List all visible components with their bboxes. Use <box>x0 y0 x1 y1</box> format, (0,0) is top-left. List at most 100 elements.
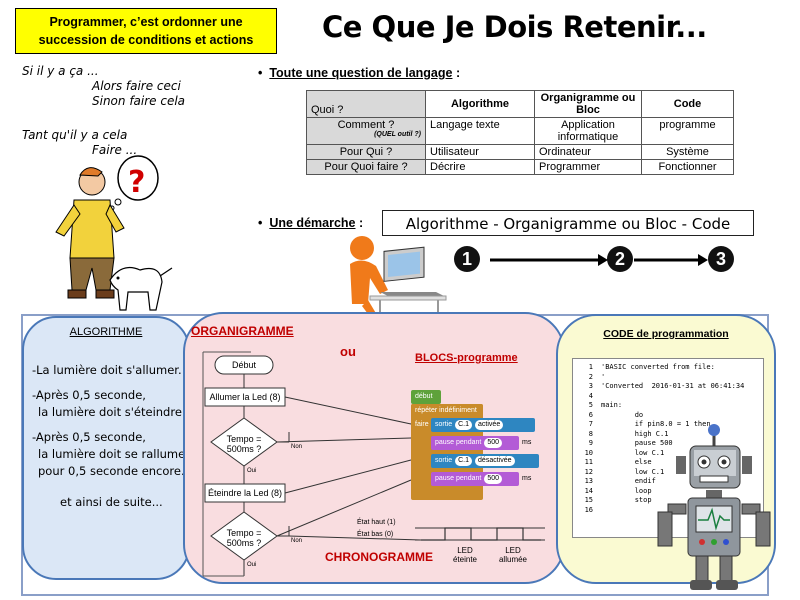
state-low-label: État bas (0) <box>357 531 394 538</box>
algorithm-line: -La lumière doit s'allumer. <box>32 363 182 377</box>
algorithm-line: la lumière doit se rallumer <box>38 447 190 461</box>
code-title: CODE de programmation <box>603 328 729 340</box>
table-cell: Ordinateur <box>534 144 642 160</box>
block-ms-1: ms <box>522 439 532 446</box>
code-line: 16 <box>573 506 744 516</box>
block-pause-label: pause pendant <box>435 439 482 446</box>
note-then: Alors faire ceci <box>92 79 181 93</box>
flow-led-off: Éteindre la Led (8) <box>207 488 283 498</box>
flow-led-on: Allumer la Led (8) <box>209 392 281 402</box>
code-line-text: main: <box>601 401 623 409</box>
algorithm-title: ALGORITHME <box>69 326 143 338</box>
code-line: 13 endif <box>573 477 744 487</box>
code-line-text: 'Converted 2016-01-31 at 06:41:34 <box>601 382 745 390</box>
flowchart-panel: ORGANIGRAMME ou BLOCS-programme CHRONOGR… <box>183 312 565 584</box>
code-line-number: 16 <box>584 505 593 514</box>
code-line-text: high C.1 <box>601 429 669 438</box>
code-line-text: pause 500 <box>601 439 673 447</box>
code-line-text: 'BASIC converted from file: <box>601 363 715 371</box>
code-line-number: 1 <box>588 363 593 371</box>
code-line: 2' <box>573 373 744 383</box>
code-line-text: low C.1 <box>601 467 665 476</box>
algorithm-line: -Après 0,5 seconde, <box>32 430 146 444</box>
section-language: • Toute une question de langage : <box>258 66 460 80</box>
code-line-number: 5 <box>588 401 593 409</box>
table-cell: Système <box>641 144 734 160</box>
algorithm-text: -La lumière doit s'allumer. -Après 0,5 s… <box>32 362 190 511</box>
character-illustration: ? <box>55 155 173 311</box>
code-line-number: 14 <box>584 486 593 495</box>
code-line: 10 low C.1 <box>573 449 744 459</box>
note-while: Tant qu'il y a cela <box>22 128 128 142</box>
code-line-number: 2 <box>588 372 593 381</box>
table-row-label: Comment ? (QUEL outil ?) <box>306 117 426 145</box>
code-line-number: 9 <box>588 439 593 447</box>
code-line: 12 low C.1 <box>573 468 744 478</box>
block-state-on: activée <box>475 420 504 430</box>
code-line-number: 12 <box>584 467 593 476</box>
definition-line-1: Programmer, c’est ordonner une <box>49 15 243 29</box>
code-line-number: 11 <box>584 458 593 466</box>
approach-box: Algorithme - Organigramme ou Bloc - Code <box>382 210 754 236</box>
table-cell: Programmer <box>534 159 642 175</box>
code-line: 5 main: <box>573 401 744 411</box>
table-row-label: Pour Qui ? <box>306 144 426 160</box>
note-do: Faire ... <box>92 143 138 157</box>
algorithm-panel: ALGORITHME -La lumière doit s'allumer. -… <box>22 316 190 580</box>
code-line: 9 pause 500 <box>573 439 744 449</box>
section-language-label: Toute une question de langage <box>269 66 453 80</box>
block-pause-label: pause pendant <box>435 475 482 482</box>
code-line-text: ' <box>601 372 606 381</box>
page-title: Ce Que Je Dois Retenir... <box>322 10 707 44</box>
block-pause-value: 500 <box>484 438 503 448</box>
code-line-text: else <box>601 458 652 466</box>
step-2-badge: 2 <box>607 246 633 272</box>
code-line-number: 8 <box>588 429 593 438</box>
flow-no-2: Non <box>291 538 303 544</box>
definition-box: Programmer, c’est ordonner une successio… <box>15 8 277 54</box>
block-output-label: sortie <box>435 457 453 464</box>
robot-illustration <box>657 424 771 590</box>
code-line: 1 'BASIC converted from file: <box>573 363 744 373</box>
code-line: 4 <box>573 392 744 402</box>
table-row-label: Pour Quoi faire ? <box>306 159 426 175</box>
table-header: Quoi ? <box>306 90 426 118</box>
flow-start: Début <box>231 360 257 370</box>
algorithm-line: la lumière doit s'éteindre. <box>38 405 186 419</box>
chronogram-title: CHRONOGRAMME <box>325 550 433 564</box>
section-approach-colon: : <box>358 216 364 230</box>
table-cell: Décrire <box>425 159 535 175</box>
code-line-number: 10 <box>584 448 593 457</box>
state-high-label: État haut (1) <box>357 519 396 526</box>
code-line-text: low C.1 <box>601 448 665 457</box>
note-if: Si il y a ça ... <box>22 64 99 78</box>
bullet-2: • <box>258 216 263 230</box>
definition-line-2: succession de conditions et actions <box>38 33 254 47</box>
code-line: 14 loop <box>573 487 744 497</box>
flow-tempo-1: Tempo = 500ms ? <box>226 434 262 454</box>
code-line-text: loop <box>601 486 652 495</box>
code-line-text: endif <box>601 477 656 485</box>
or-label: ou <box>340 344 356 359</box>
code-line: 6 do <box>573 411 744 421</box>
row-label-text: Comment ? <box>337 119 395 131</box>
code-line-text: stop <box>601 496 652 504</box>
table-cell: Utilisateur <box>425 144 535 160</box>
computer-user-illustration <box>350 236 447 322</box>
flowchart-title: ORGANIGRAMME <box>191 324 294 338</box>
flow-no-1: Non <box>291 444 303 450</box>
code-line-number: 4 <box>588 391 593 400</box>
code-line-number: 13 <box>584 477 593 485</box>
block-do: faire <box>411 418 435 432</box>
step-arrows <box>490 254 708 266</box>
table-row: Pour Quoi faire ? Décrire Programmer Fon… <box>306 159 734 175</box>
flow-tempo-2: Tempo = 500ms ? <box>226 528 262 548</box>
table-header-row: Quoi ? Algorithme Organigramme ou Bloc C… <box>306 90 734 118</box>
table-header: Code <box>641 90 734 118</box>
block-repeat: répéter indéfiniment <box>411 404 483 418</box>
block-pin: C.1 <box>455 420 473 430</box>
code-line-text: do <box>601 410 644 419</box>
